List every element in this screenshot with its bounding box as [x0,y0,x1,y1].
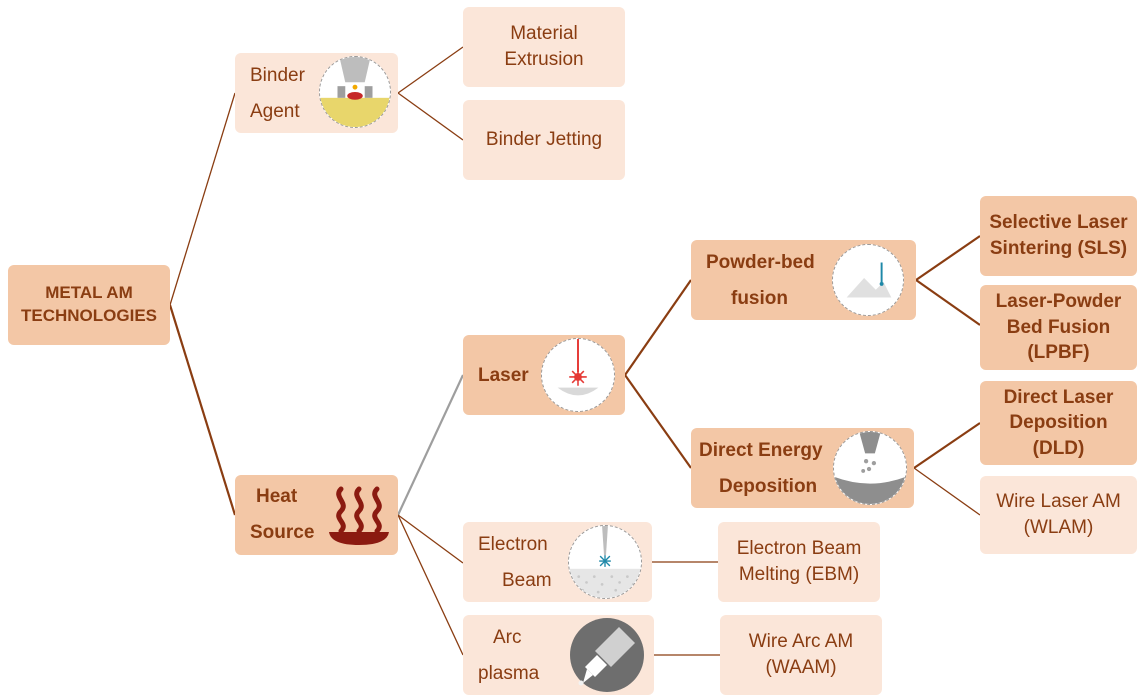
connector-ded-dld [913,422,981,469]
binder-jetting-line1: Binder Jetting [485,129,603,151]
binder-label-line2: Agent [250,101,300,122]
connector-heat-arc [397,514,464,656]
lpbf-line3: (LPBF) [1027,342,1090,364]
lpbf-line2: Bed Fusion [1006,316,1111,338]
heat-label-line2: Source [250,522,315,543]
material-extrusion-node: Material Extrusion [463,7,625,87]
wlam-line1: Wire Laser AM [996,491,1121,513]
root-label-line2: TECHNOLOGIES [20,306,157,325]
connector-root-binder [169,92,236,306]
ebm-line1: Electron Beam [736,538,862,560]
arc-torch-icon [570,618,644,692]
ebm-line2: Melting (EBM) [738,564,860,585]
connector-laser-pbf [624,279,692,376]
connector-pbf-sls [915,235,981,281]
lpbf-node: Laser-Powder Bed Fusion (LPBF) [980,285,1137,370]
laser-label: Laser [478,365,529,386]
connector-heat-electron [397,514,464,564]
binder-jetting-icon [319,56,391,128]
arc-label-line1: Arc [493,627,522,648]
electron-label-line1: Electron [478,534,548,555]
powder-bed-icon [832,244,904,316]
connector-heat-laser [397,374,464,516]
wlam-line2: (WLAM) [1023,517,1094,538]
electron-beam-node: Electron Beam [463,522,652,602]
heat-label-line1: Heat [256,486,298,507]
pbf-label-line1: Powder-bed [706,252,815,273]
waam-line1: Wire Arc AM [748,631,854,653]
dld-line1: Direct Laser [1003,386,1114,408]
laser-node: Laser [463,335,625,415]
material-extrusion-line1: Material [510,23,578,45]
heat-source-node: Heat Source [235,475,398,555]
connector-ded-wlam [913,467,981,516]
sls-line1: Selective Laser [989,212,1128,234]
connector-pbf-lpbf [915,279,981,326]
root-node: METAL AM TECHNOLOGIES [8,265,170,345]
heat-waves-icon [329,486,389,545]
pbf-label-line2: fusion [731,288,788,309]
connector-binder-jetting [397,92,464,141]
root-label-line1: METAL AM [45,283,133,303]
material-extrusion-line2: Extrusion [504,49,584,70]
connector-root-heat [168,304,237,516]
dld-node: Direct Laser Deposition (DLD) [980,381,1137,465]
dld-line2: Deposition [1009,412,1108,434]
electron-label-line2: Beam [502,570,552,591]
arc-plasma-node: Arc plasma [463,615,654,695]
lpbf-line1: Laser-Powder [995,291,1122,313]
connector-binder-extrusion [397,46,464,94]
ded-label-line1: Direct Energy [699,440,823,461]
waam-line2: (WAAM) [765,657,837,678]
binder-label-line1: Binder [250,65,305,86]
laser-beam-icon [541,338,615,412]
powder-bed-fusion-node: Powder-bed fusion [691,240,916,320]
dld-line3: (DLD) [1032,437,1085,459]
arc-label-line2: plasma [478,663,540,684]
connector-laser-ded [624,374,692,469]
electron-beam-icon [568,525,642,599]
waam-node: Wire Arc AM (WAAM) [720,615,882,695]
direct-energy-deposition-node: Direct Energy Deposition [691,428,914,508]
wlam-node: Wire Laser AM (WLAM) [980,476,1137,554]
sls-node: Selective Laser Sintering (SLS) [980,196,1137,276]
binder-agent-node: Binder Agent [235,53,398,133]
ebm-node: Electron Beam Melting (EBM) [718,522,880,602]
binder-jetting-node: Binder Jetting [463,100,625,180]
ded-label-line2: Deposition [719,476,818,497]
sls-line2: Sintering (SLS) [989,238,1128,259]
ded-nozzle-icon [833,431,907,505]
